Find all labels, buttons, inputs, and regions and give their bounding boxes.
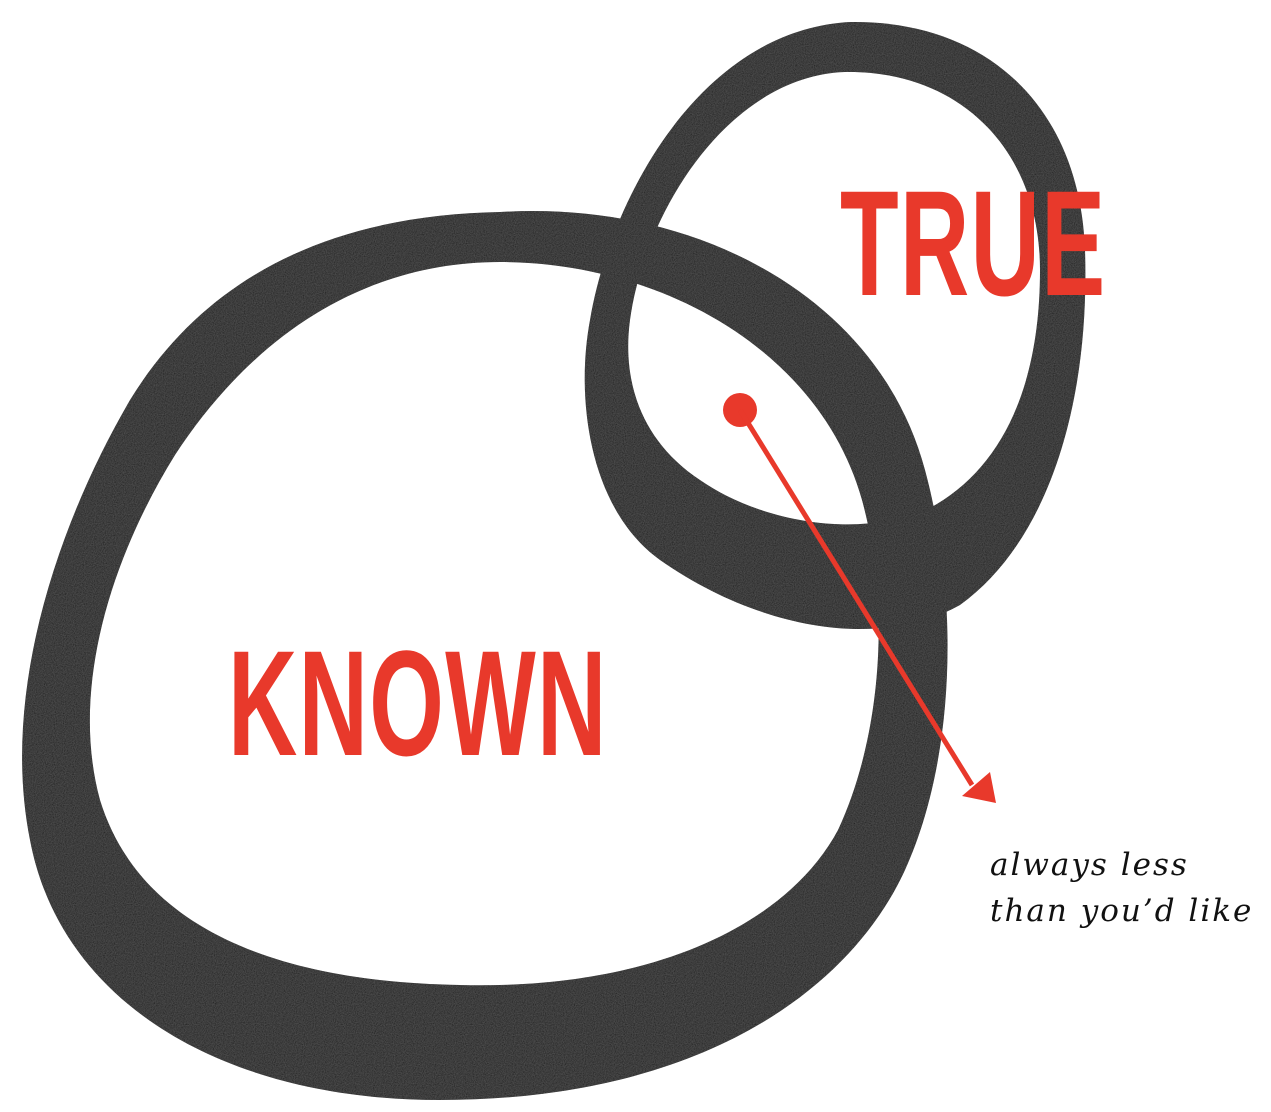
true-label: TRUE (840, 168, 1106, 318)
caption-line-2: than you’d like (990, 888, 1253, 934)
known-label: KNOWN (228, 628, 608, 778)
arrow-caption: always less than you’d like (990, 842, 1253, 934)
caption-line-1: always less (990, 842, 1253, 888)
